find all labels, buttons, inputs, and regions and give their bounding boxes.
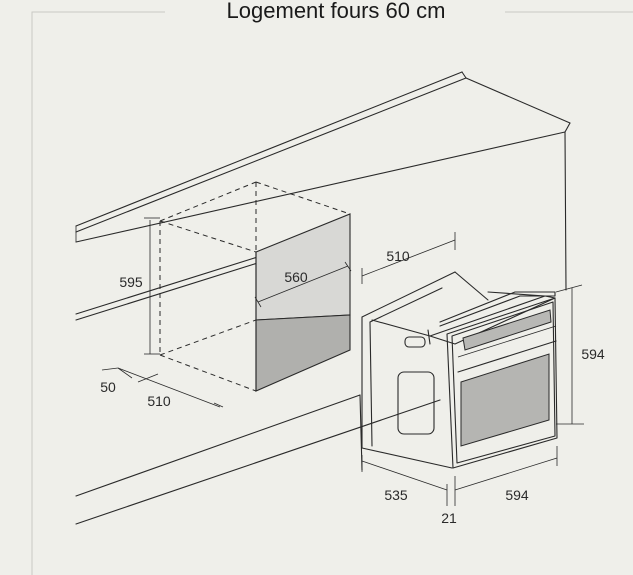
label-niche-depth: 510 (147, 393, 171, 409)
niche-panels (255, 213, 351, 392)
label-oven-top-depth: 510 (386, 248, 410, 264)
countertop (75, 71, 571, 291)
niche-dimensions: 595 560 510 50 (100, 217, 352, 409)
niche-side-panel-light (255, 213, 351, 321)
oven-vent (404, 336, 426, 348)
label-oven-front-thickness: 21 (441, 510, 457, 526)
frame-border (31, 11, 633, 575)
label-niche-height: 595 (119, 274, 143, 290)
oven-front-frame (446, 297, 558, 469)
oven-dimensions: 510 594 535 21 594 (361, 232, 605, 526)
label-back-gap: 50 (100, 379, 116, 395)
niche-side-panel-dark (255, 314, 351, 392)
oven (361, 271, 558, 469)
label-oven-depth: 535 (384, 487, 408, 503)
label-niche-width: 560 (284, 269, 308, 285)
oven-door-window (460, 353, 550, 447)
oven-side-rail (397, 371, 435, 435)
label-oven-width: 594 (505, 487, 529, 503)
diagram-title: Logement fours 60 cm (227, 0, 446, 23)
label-oven-height: 594 (581, 346, 605, 362)
niche-outline (159, 181, 351, 392)
oven-control-display (462, 309, 552, 351)
